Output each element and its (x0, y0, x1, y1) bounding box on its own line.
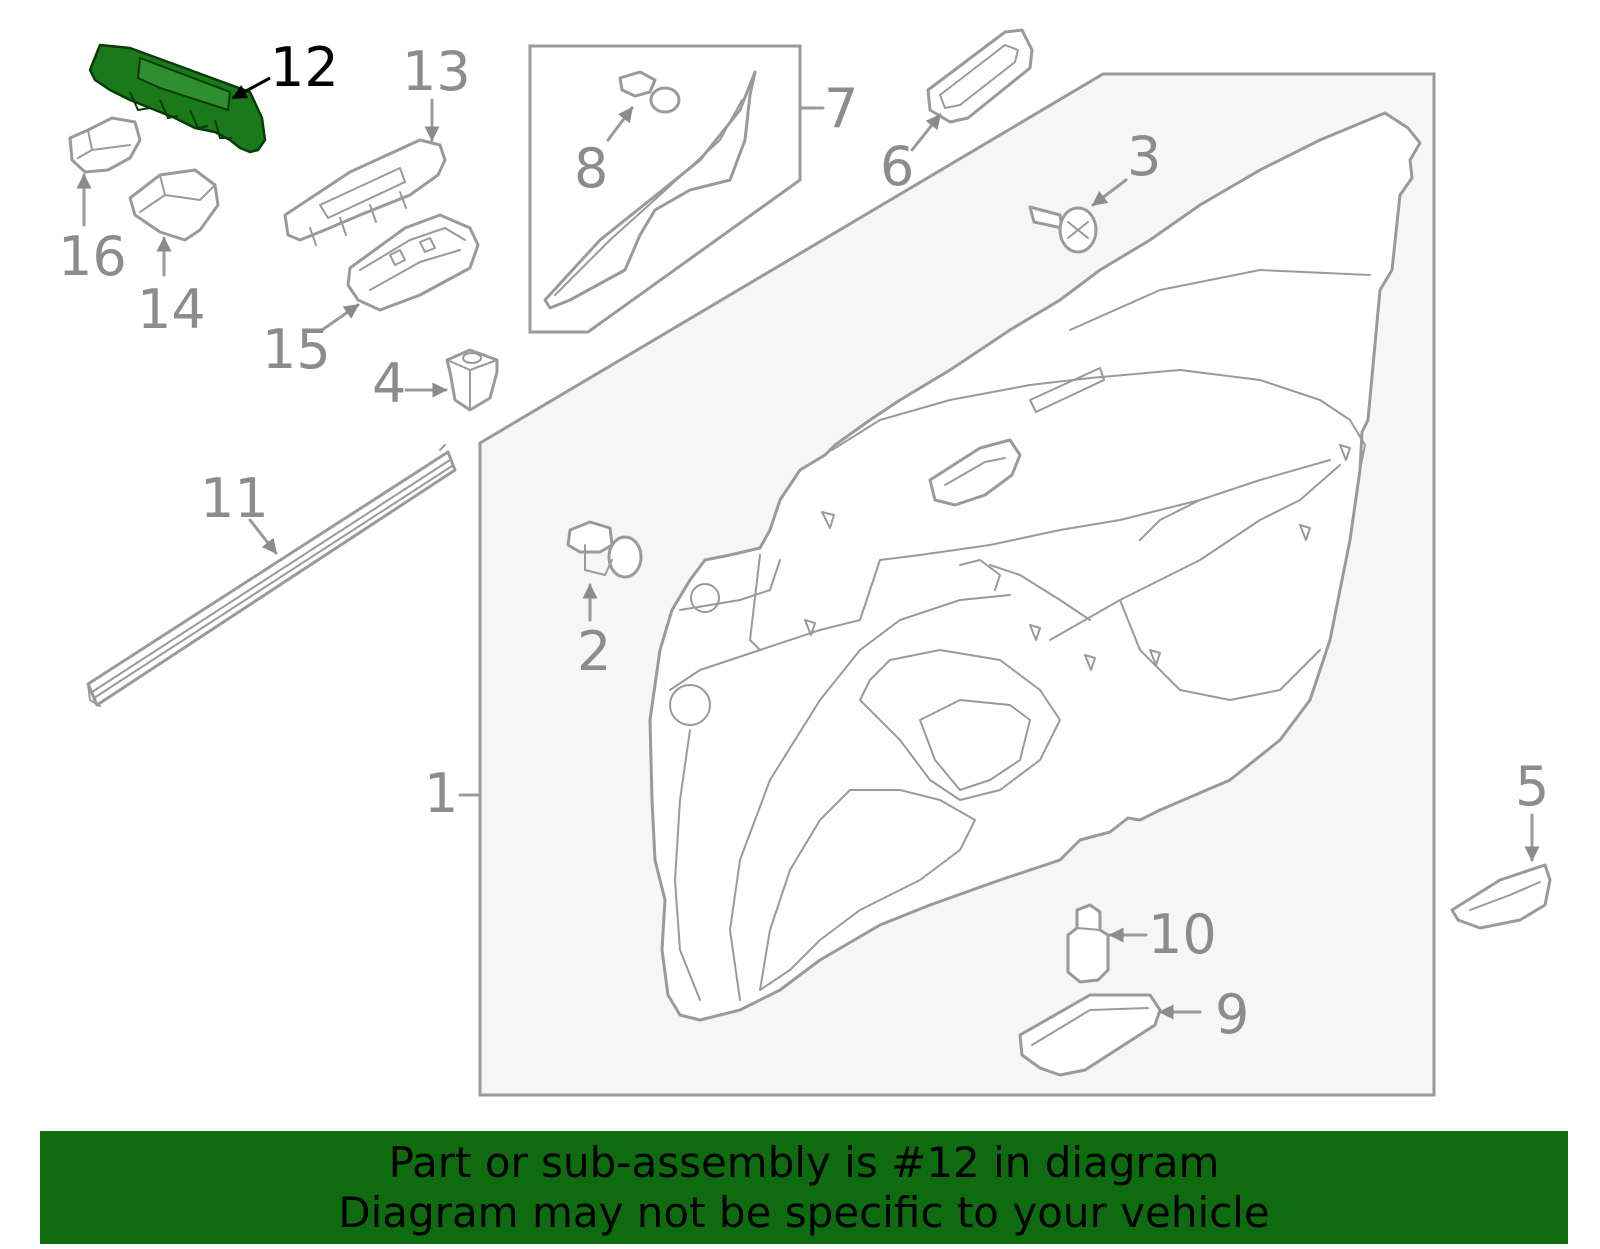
part-7-group-frame (528, 44, 802, 334)
part-16-bracket (68, 116, 142, 174)
part-15-switch (346, 213, 480, 312)
part-11-weatherstrip (86, 444, 457, 707)
callout-6: 6 (880, 135, 914, 198)
door-trim-panel (648, 111, 1422, 1022)
callout-13: 13 (402, 40, 471, 103)
part-12-switch-bezel (88, 43, 267, 154)
callout-8: 8 (574, 137, 608, 200)
part-13-switch-bezel (283, 138, 447, 246)
part-9-bezel (1018, 993, 1162, 1077)
part-14-bracket (128, 168, 220, 242)
callout-12: 12 (270, 36, 339, 99)
callout-16: 16 (58, 225, 127, 288)
part-10-clip (1066, 903, 1110, 984)
callout-5: 5 (1515, 755, 1549, 818)
callout-15: 15 (262, 318, 331, 381)
banner-disclaimer: Diagram may not be specific to your vehi… (338, 1187, 1270, 1237)
callout-14: 14 (137, 278, 206, 341)
callout-1: 1 (424, 762, 458, 825)
part-2-clip (566, 520, 643, 579)
callout-9: 9 (1215, 983, 1249, 1046)
callout-10: 10 (1148, 903, 1217, 966)
callout-4: 4 (372, 352, 406, 415)
callout-2: 2 (577, 620, 611, 683)
callout-11: 11 (200, 467, 269, 530)
part-6-escutcheon (926, 28, 1034, 124)
part-5-cover (1450, 863, 1552, 930)
part-3-screw (1028, 205, 1098, 254)
part-4-retainer (445, 348, 499, 412)
callout-7: 7 (824, 77, 858, 140)
callout-3: 3 (1127, 125, 1161, 188)
info-banner: Part or sub-assembly is #12 in diagram D… (40, 1131, 1568, 1244)
banner-part-note: Part or sub-assembly is #12 in diagram (388, 1137, 1220, 1187)
